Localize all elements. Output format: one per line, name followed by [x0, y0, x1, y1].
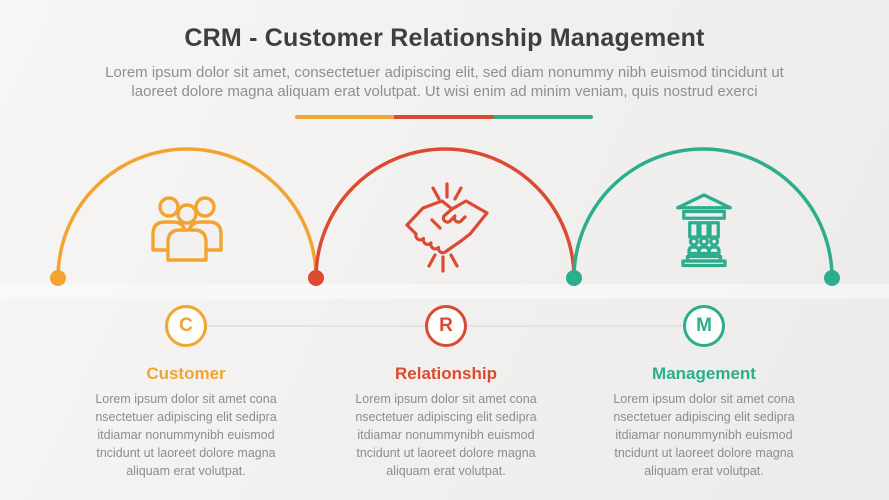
baseline-highlight-band	[0, 284, 889, 299]
divider-segment-red	[394, 115, 494, 119]
item-description-relationship: Lorem ipsum dolor sit amet cona nsectetu…	[355, 392, 537, 478]
arc-management	[572, 147, 834, 279]
item-description-customer: Lorem ipsum dolor sit amet cona nsectetu…	[95, 392, 277, 478]
divider-segment-yellow	[295, 115, 395, 119]
item-description-management: Lorem ipsum dolor sit amet cona nsectetu…	[613, 392, 795, 478]
item-title-customer: Customer	[146, 364, 226, 383]
dot-teal-left	[566, 270, 582, 286]
page-title: CRM - Customer Relationship Management	[184, 24, 705, 52]
building-icon	[676, 193, 732, 268]
letter-badge-relationship: R	[425, 305, 467, 347]
people-group-icon	[151, 196, 223, 262]
arc-relationship	[314, 147, 576, 279]
item-title-management: Management	[652, 364, 756, 383]
page-subtitle: Lorem ipsum dolor sit amet, consectetuer…	[105, 64, 784, 101]
dot-teal-right	[824, 270, 840, 286]
letter-badge-customer: C	[165, 305, 207, 347]
divider-bar	[295, 115, 593, 119]
dot-red	[308, 270, 324, 286]
arc-customer	[56, 147, 318, 279]
divider-segment-teal	[493, 115, 593, 119]
dot-yellow	[50, 270, 66, 286]
letter-badge-management: M	[683, 305, 725, 347]
handshake-icon	[405, 182, 489, 273]
item-title-relationship: Relationship	[394, 364, 497, 383]
